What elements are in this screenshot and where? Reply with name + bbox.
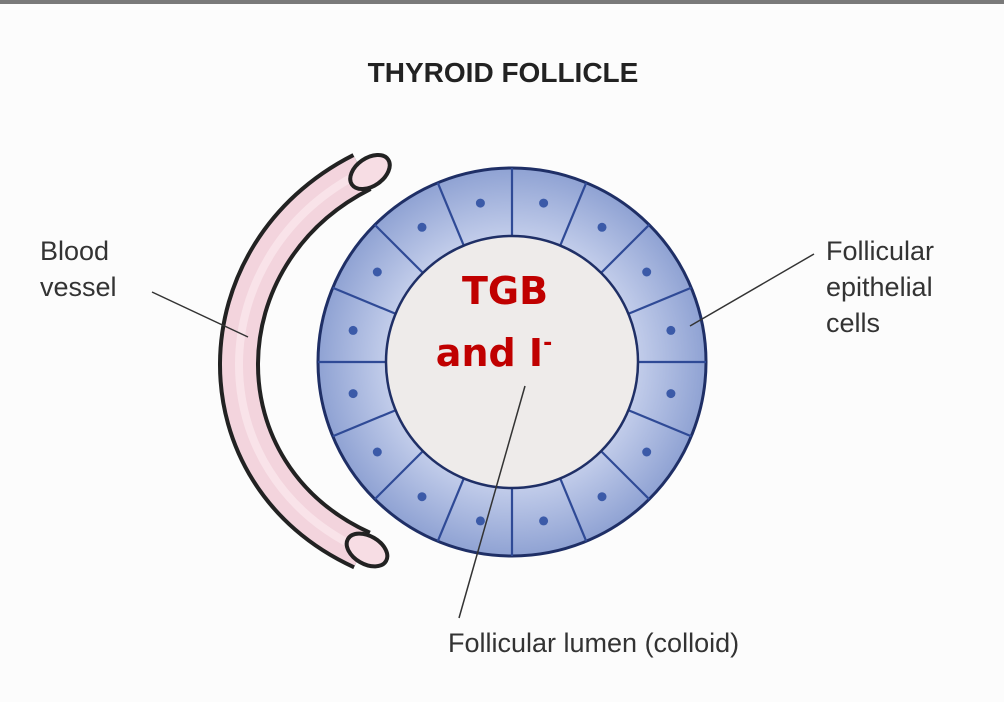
cell-boundaries bbox=[318, 168, 706, 556]
epithelial-leader bbox=[689, 253, 815, 327]
cell-nucleus bbox=[666, 389, 676, 399]
cell-nucleus bbox=[597, 222, 607, 232]
follicle bbox=[316, 166, 708, 558]
lumen-text-tgb: TGB bbox=[462, 269, 548, 313]
cell-boundary bbox=[627, 409, 692, 438]
cell-boundary bbox=[559, 477, 588, 542]
epithelial-label-line2: epithelial bbox=[826, 272, 933, 302]
lumen-leader bbox=[458, 385, 526, 619]
blood-vessel-label-line2: vessel bbox=[40, 272, 117, 302]
cell-nucleus bbox=[348, 325, 358, 335]
cell-nucleus bbox=[539, 198, 549, 208]
cell-nucleus bbox=[475, 198, 485, 208]
cell-boundary bbox=[559, 182, 588, 247]
cell-nucleus bbox=[475, 516, 485, 526]
cell-nucleus bbox=[417, 492, 427, 502]
blood-vessel bbox=[218, 152, 392, 570]
lumen-text-iodide: and I- bbox=[436, 331, 552, 375]
lumen-label: Follicular lumen (colloid) bbox=[448, 628, 739, 658]
cell-boundary bbox=[627, 286, 692, 315]
cell-boundary bbox=[374, 224, 424, 274]
cell-boundary bbox=[600, 450, 650, 500]
cell-nucleus bbox=[372, 447, 382, 457]
blood-vessel-leader bbox=[151, 291, 249, 338]
cell-nucleus bbox=[597, 492, 607, 502]
cell-boundary bbox=[436, 477, 465, 542]
thyroid-follicle-diagram: THYROID FOLLICLE TGB and I- Blood vessel… bbox=[40, 57, 934, 658]
cell-nucleus bbox=[642, 267, 652, 277]
epithelial-label-line1: Follicular bbox=[826, 236, 934, 266]
cell-nucleus bbox=[372, 267, 382, 277]
vessel-top-opening bbox=[348, 152, 392, 192]
vessel-bottom-opening bbox=[344, 531, 390, 569]
cell-nuclei bbox=[348, 198, 676, 526]
cell-boundary bbox=[332, 286, 397, 315]
cell-boundary bbox=[600, 224, 650, 274]
cell-boundary bbox=[332, 409, 397, 438]
cell-nucleus bbox=[666, 325, 676, 335]
blood-vessel-label-line1: Blood bbox=[40, 236, 109, 266]
follicular-lumen bbox=[384, 234, 640, 490]
epithelial-label-line3: cells bbox=[826, 308, 880, 338]
cell-boundary bbox=[436, 182, 465, 247]
diagram-title: THYROID FOLLICLE bbox=[368, 57, 639, 88]
cell-boundary bbox=[374, 450, 424, 500]
cell-nucleus bbox=[348, 389, 358, 399]
cell-nucleus bbox=[642, 447, 652, 457]
cell-nucleus bbox=[539, 516, 549, 526]
cell-nucleus bbox=[417, 222, 427, 232]
